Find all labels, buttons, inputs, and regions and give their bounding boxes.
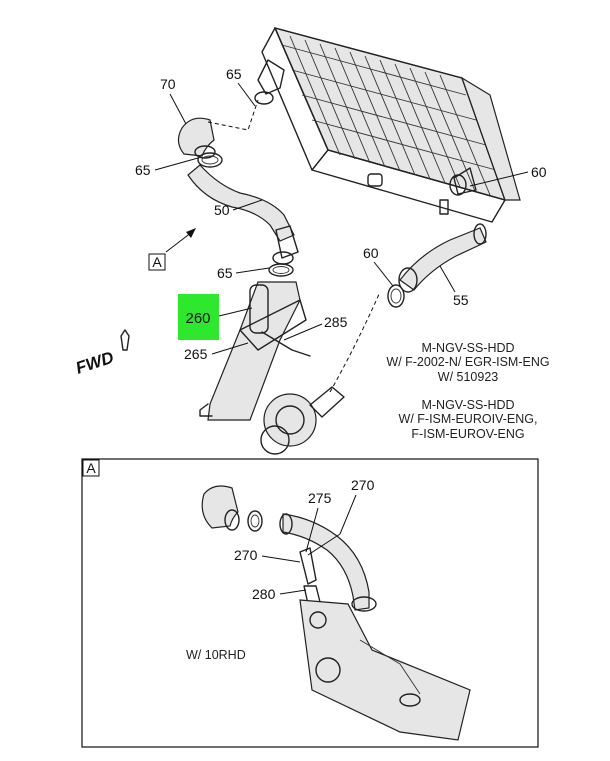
- detail-view-a: A 275 270 270 280 W/ 10RHD: [81, 458, 539, 748]
- callout-260-highlight: [178, 294, 219, 340]
- callout-60-mid: 60: [363, 245, 379, 261]
- hose-50: [187, 164, 299, 265]
- callout-65-mid: 65: [217, 265, 233, 281]
- fwd-indicator: FWD: [73, 329, 130, 378]
- hose-55: [398, 223, 487, 293]
- fwd-label: FWD: [73, 348, 116, 378]
- callout-65-top: 65: [226, 66, 242, 82]
- callout-260: 260: [185, 310, 210, 327]
- callout-70: 70: [160, 76, 176, 92]
- clamp-65-upper: [197, 152, 223, 168]
- turbocharger: [260, 386, 345, 455]
- callout-50: 50: [214, 202, 230, 218]
- applicability-notes: M-NGV-SS-HDD W/ F-2002-N/ EGR-ISM-ENG W/…: [386, 341, 549, 441]
- callout-60-right: 60: [531, 164, 547, 180]
- svg-text:W/ F-ISM-EUROIV-ENG,: W/ F-ISM-EUROIV-ENG,: [399, 412, 538, 426]
- svg-text:W/ 510923: W/ 510923: [438, 370, 499, 384]
- bracket-assembly: [199, 281, 311, 421]
- charge-air-cooler: [254, 27, 521, 223]
- callout-285: 285: [324, 314, 348, 330]
- clamp-60-mid: [387, 284, 405, 308]
- callout-270-left: 270: [234, 547, 258, 563]
- svg-text:M-NGV-SS-HDD: M-NGV-SS-HDD: [421, 398, 514, 412]
- elbow-hose-70: [177, 117, 216, 159]
- detail-note: W/ 10RHD: [186, 648, 246, 662]
- clamp-65-lower: [268, 263, 294, 277]
- callout-265: 265: [184, 346, 208, 362]
- callout-55: 55: [453, 292, 469, 308]
- detail-marker: A: [86, 460, 96, 476]
- svg-text:F-ISM-EUROV-ENG: F-ISM-EUROV-ENG: [411, 427, 524, 441]
- svg-text:W/ F-2002-N/ EGR-ISM-ENG: W/ F-2002-N/ EGR-ISM-ENG: [386, 355, 549, 369]
- svg-text:A: A: [152, 254, 162, 270]
- callout-280: 280: [252, 586, 276, 602]
- svg-text:M-NGV-SS-HDD: M-NGV-SS-HDD: [421, 341, 514, 355]
- callout-65-left: 65: [135, 162, 151, 178]
- view-marker-a: A: [148, 228, 196, 271]
- callout-270-top: 270: [351, 477, 375, 493]
- callout-275: 275: [308, 490, 332, 506]
